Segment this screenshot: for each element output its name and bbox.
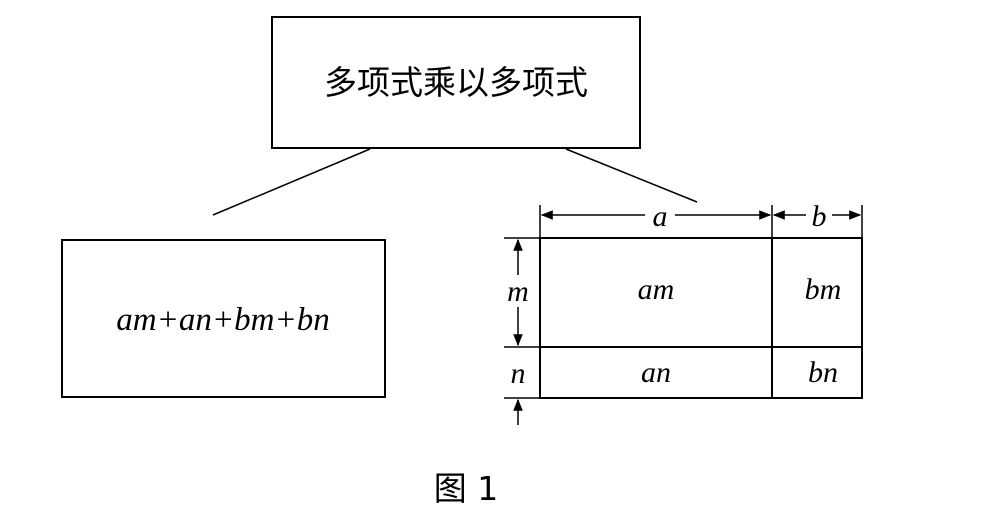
top-concept-box: 多项式乘以多项式	[271, 16, 641, 149]
area-model: a b m n am bm an bn	[503, 198, 863, 425]
cell-bm: bm	[805, 273, 842, 306]
top-box-label: 多项式乘以多项式	[324, 63, 588, 102]
dimension-m-bg	[503, 275, 535, 307]
area-model-frame	[539, 237, 863, 399]
top-box-frame	[271, 16, 641, 149]
expression-text: am+an+bm+bn	[116, 302, 329, 338]
expression-box-frame	[61, 239, 386, 398]
dimension-a-bg	[645, 200, 675, 230]
dimension-label-n: n	[511, 357, 526, 390]
dimension-label-a: a	[653, 200, 668, 233]
connector-right	[565, 148, 698, 203]
cell-bn: bn	[808, 356, 838, 389]
dimension-label-m: m	[507, 275, 529, 308]
figure-caption: 图 1	[434, 469, 499, 508]
dimension-b-bg	[806, 198, 832, 230]
cell-am: am	[638, 273, 675, 306]
dimension-label-b: b	[812, 200, 827, 233]
connector-left	[212, 148, 371, 216]
cell-an: an	[641, 356, 671, 389]
expression-box: am+an+bm+bn	[61, 239, 386, 398]
